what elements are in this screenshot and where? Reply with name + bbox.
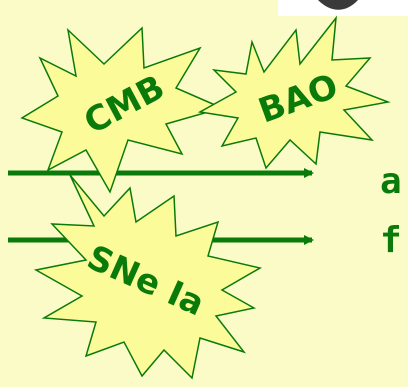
bao-burst: BAO	[197, 15, 391, 170]
corner-shape	[278, 0, 408, 16]
side-letter-f: f	[380, 220, 402, 261]
cmb-burst: CMB	[20, 26, 225, 194]
sne-burst: SNe Ia	[33, 174, 263, 380]
side-letter-a: a	[380, 161, 402, 202]
